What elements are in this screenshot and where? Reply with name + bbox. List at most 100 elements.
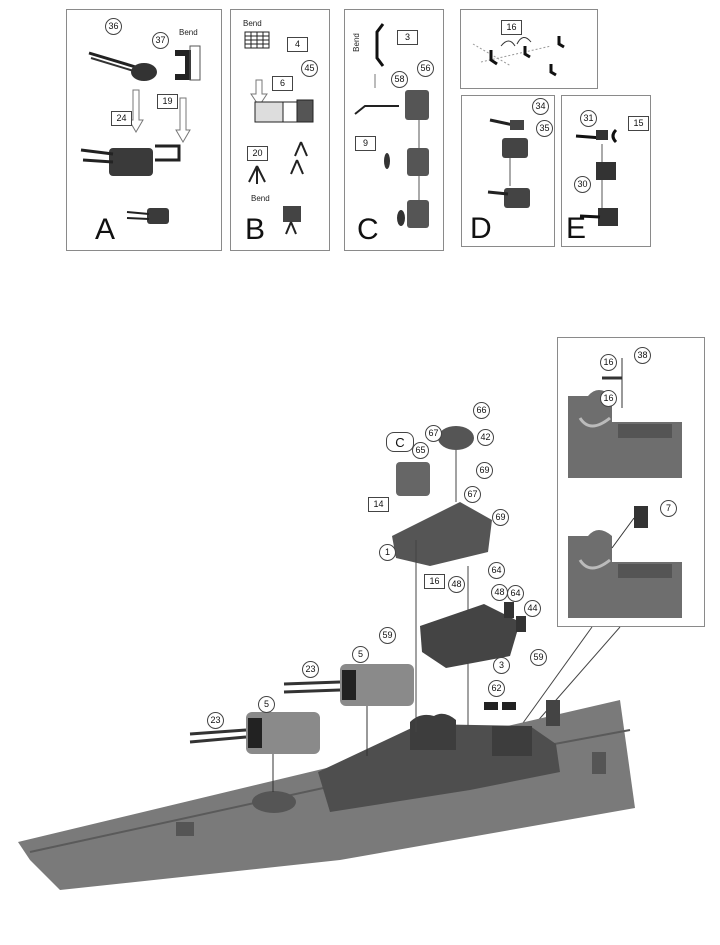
mount-35 [502, 138, 528, 158]
aft-fitting [592, 752, 606, 774]
panel-b: Bend 4 6 45 20 Bend B [230, 9, 330, 251]
callout-44: 44 [524, 600, 541, 617]
panel-e-drawing [575, 128, 618, 226]
gun-31 [596, 130, 608, 140]
panel-d-drawing [487, 118, 530, 208]
panel-detail-inset: 16 38 16 7 [557, 337, 705, 627]
panel-c-drawing [354, 23, 429, 228]
callout-59-right: 59 [530, 649, 547, 666]
part-7 [634, 506, 648, 528]
callout-1: 1 [379, 544, 396, 561]
subassembly-c-label: C [386, 432, 414, 452]
callout-3: 3 [493, 657, 510, 674]
callout-5-aft: 5 [352, 646, 369, 663]
turret-5-aft [283, 664, 414, 756]
panel-b-drawing [244, 31, 314, 235]
callout-38: 38 [634, 347, 651, 364]
callout-45: 45 [301, 60, 318, 77]
deck-section-bottom [568, 506, 682, 618]
callout-4: 4 [287, 37, 308, 52]
callout-37: 37 [152, 32, 169, 49]
subassembly-c [396, 462, 430, 496]
arrow-down-right [175, 97, 191, 143]
callout-69-right: 69 [492, 509, 509, 526]
callout-64-right: 64 [507, 585, 524, 602]
callout-65: 65 [412, 442, 429, 459]
part-44-a [504, 602, 514, 618]
callout-64-top: 64 [488, 562, 505, 579]
part-44-b [516, 616, 526, 632]
bridge-base [410, 713, 456, 750]
callout-16: 16 [424, 574, 445, 589]
bracket-d [549, 64, 557, 77]
final-b [283, 206, 301, 235]
etch-fret [189, 45, 201, 81]
panel-a-drawing [80, 45, 201, 224]
deck-section-top [568, 358, 682, 478]
gun-barrels-36 [88, 51, 140, 73]
stack-base [492, 726, 532, 756]
detail-drawing [568, 358, 682, 618]
callout-59-left: 59 [379, 627, 396, 644]
bent-strip-3 [375, 23, 385, 67]
final-turret [126, 208, 169, 224]
callout-19: 19 [157, 94, 178, 109]
mast-aft [546, 700, 560, 726]
panel-c: Bend 3 58 56 9 C [344, 9, 444, 251]
panel-letter-d: D [470, 212, 492, 245]
box-assembly-6-45 [254, 99, 314, 123]
callout-23-forward: 23 [207, 712, 224, 729]
callout-35: 35 [536, 120, 553, 137]
callout-16: 16 [501, 20, 522, 35]
panel-a: 36 37 19 24 Bend A [66, 9, 222, 251]
bend-arrow-2 [516, 37, 532, 45]
bracket-a [489, 50, 498, 66]
callout-36: 36 [105, 18, 122, 35]
bracket-c [557, 36, 565, 49]
bracket-19 [175, 50, 191, 80]
callout-58: 58 [391, 71, 408, 88]
callout-62: 62 [488, 680, 505, 697]
panel-16-drawing [472, 36, 565, 77]
barbette-forward [252, 791, 296, 813]
cap-part-42 [438, 426, 474, 450]
callout-6: 6 [272, 76, 293, 91]
panel-letter-a: A [95, 213, 116, 246]
mount-30 [596, 162, 616, 180]
panel-part-16: 16 [460, 9, 598, 89]
callout-24: 24 [111, 111, 132, 126]
panel-d: 34 35 D [461, 95, 555, 247]
panel-letter-c: C [357, 213, 379, 246]
tripod-20 [248, 141, 308, 184]
bracket-b [523, 46, 531, 59]
etched-grid-4 [244, 31, 270, 49]
callout-5-forward: 5 [258, 696, 275, 713]
callout-66: 66 [473, 402, 490, 419]
part-62-a [484, 702, 498, 710]
turret-base-37 [131, 63, 157, 81]
callout-48-right: 48 [491, 584, 508, 601]
panel-letter-e: E [566, 212, 587, 245]
arrow-down-left [128, 89, 144, 133]
callout-56: 56 [417, 60, 434, 77]
callout-16-upper: 16 [600, 354, 617, 371]
callout-7: 7 [660, 500, 677, 517]
callout-16-lower: 16 [600, 390, 617, 407]
bend-arrow [500, 40, 516, 47]
panel-e: 31 15 30 E [561, 95, 651, 247]
part-62-b [502, 702, 516, 710]
assembled-mount [504, 188, 530, 208]
callout-3: 3 [397, 30, 418, 45]
deck-part-1 [392, 502, 492, 566]
callout-31: 31 [580, 110, 597, 127]
callout-69-top: 69 [476, 462, 493, 479]
arrow-down [250, 79, 268, 107]
callout-67-mid: 67 [464, 486, 481, 503]
panel-letter-b: B [245, 213, 266, 246]
gun-34 [510, 120, 524, 130]
turret-5-forward [189, 712, 320, 792]
rangefinder-mid [384, 148, 429, 176]
rangefinder-56 [354, 90, 429, 120]
callout-20: 20 [247, 146, 268, 161]
